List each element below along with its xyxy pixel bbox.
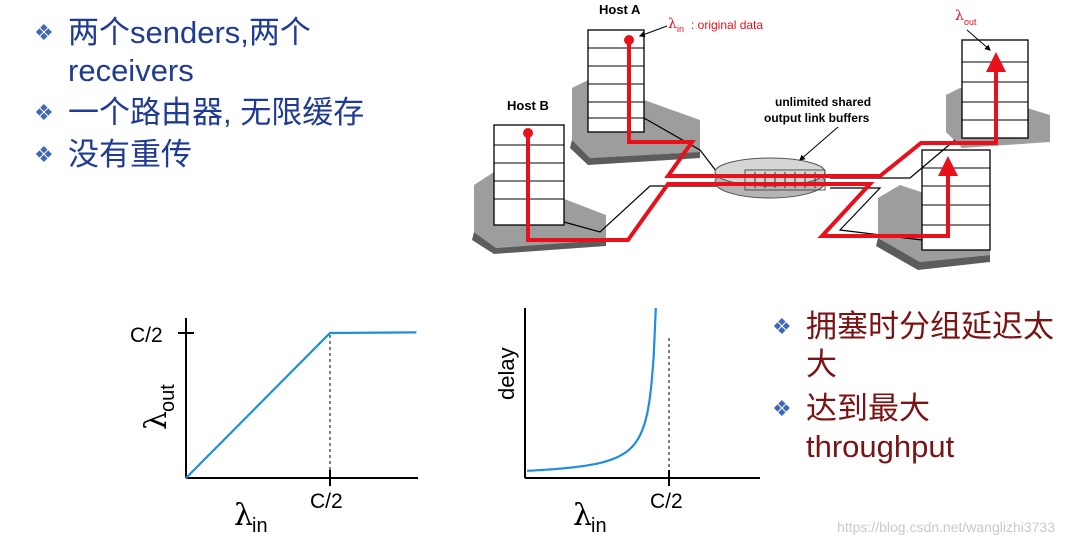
network-diagram: Host A Host B λ in : original data λ out… [472,2,1050,270]
bullet-item: ❖ 拥塞时分组延迟太大 [770,308,1060,384]
router-label-line-1: unlimited shared [775,95,871,109]
chart2-xlabel: λ in [573,498,607,537]
lambda-in-label: λ in : original data [668,16,763,34]
host-b-label: Host B [507,98,549,113]
top-bullet-list: ❖ 两个senders,两个receivers ❖ 一个路由器, 无限缓存 ❖ … [32,14,372,178]
lambda-out-label: λ out [955,8,977,27]
chart2-xlabel-symbol: λ [573,498,592,533]
host-b-source-dot [523,128,533,138]
bullet-item: ❖ 一个路由器, 无限缓存 [32,94,372,132]
bullet-text: 拥塞时分组延迟太大 [806,309,1054,382]
watermark-text: https://blog.csdn.net/wanglizhi3733 [837,519,1055,535]
lambda-in-pointer [638,25,668,38]
diamond-bullet-icon: ❖ [34,143,54,168]
router-label-pointer [799,126,839,161]
delay-chart: delay C/2 λ in [494,307,760,537]
chart2-ylabel: delay [494,347,519,400]
host-a-computer [570,29,700,165]
chart1-ytick-label: C/2 [130,324,163,347]
bullet-text: 一个路由器, 无限缓存 [68,95,365,130]
chart1-xlabel-symbol: λ [234,498,253,533]
diamond-bullet-icon: ❖ [772,315,792,340]
chart2-xlabel-sub: in [591,515,607,537]
receiver-bottom-computer [876,149,991,270]
lambda-out-symbol: λ [955,8,964,24]
host-a-label: Host A [599,2,641,17]
chart1-xtick-label: C/2 [310,490,343,513]
bullet-item: ❖ 达到最大throughput [770,390,1060,466]
lambda-out-sub: out [964,17,977,27]
chart1-ylabel: λ out [139,384,179,430]
diamond-bullet-icon: ❖ [34,101,54,126]
lambda-in-desc: : original data [691,18,763,32]
chart2-series-curve [526,307,657,472]
bullet-text: 两个senders,两个receivers [68,15,311,88]
flow-host-b [526,133,958,242]
flow-host-a [627,40,1006,178]
chart1-xlabel-sub: in [252,515,268,537]
chart1-series-line [185,331,417,479]
diamond-bullet-icon: ❖ [34,21,54,46]
bullet-text: 没有重传 [68,137,192,172]
bullet-item: ❖ 没有重传 [32,136,372,174]
chart2-xtick-label: C/2 [650,490,683,513]
host-a-source-dot [624,35,634,45]
chart1-xlabel: λ in [234,498,268,537]
router-label-line-2: output link buffers [764,111,870,125]
bullet-item: ❖ 两个senders,两个receivers [32,14,372,90]
lambda-out-pointer [966,29,991,51]
right-bullet-list: ❖ 拥塞时分组延迟太大 ❖ 达到最大throughput [770,308,1060,472]
chart1-ylabel-symbol: λ [139,411,174,430]
throughput-chart: C/2 C/2 λ out λ in [130,318,418,537]
lambda-in-sub: in [677,24,684,34]
link-line [643,117,721,177]
diamond-bullet-icon: ❖ [772,397,792,422]
bullet-text: 达到最大throughput [806,391,955,464]
chart1-ylabel-sub: out [157,384,179,412]
lambda-in-symbol: λ [668,16,677,32]
